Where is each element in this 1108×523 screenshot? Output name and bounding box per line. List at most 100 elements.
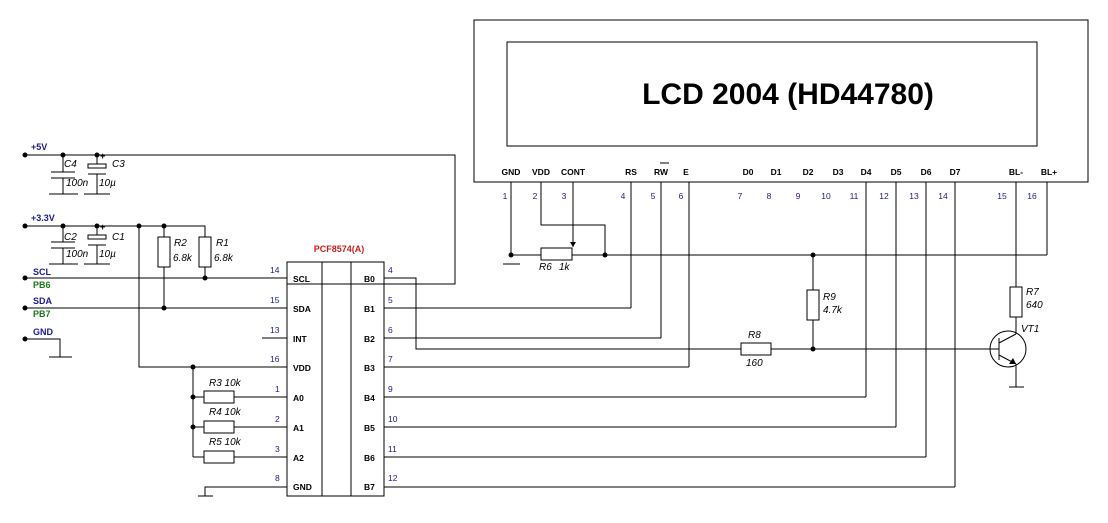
ic-pin-number: 11 (388, 444, 397, 454)
lcd-pin-name: RS (625, 167, 637, 177)
lcd-pin-wires (510, 182, 1048, 487)
mcu-connections: SCL PB6 SDA PB7 GND (22, 267, 287, 358)
ic-pin-name: B4 (364, 393, 375, 403)
r9-resistor (806, 289, 820, 321)
r8-value: 160 (746, 358, 763, 369)
lcd-pin-name: D0 (743, 167, 754, 177)
c3-plate (87, 163, 107, 169)
r1-value: 6.8k (214, 253, 234, 264)
r6-ref: R6 (539, 262, 552, 273)
lcd-pin-number: 1 (503, 191, 508, 201)
ic-pin-name: SCL (293, 274, 310, 284)
net-5v: +5V (31, 142, 47, 152)
r5-resistor (203, 450, 235, 464)
lcd-title: LCD 2004 (HD44780) (642, 78, 934, 111)
r2-ref: R2 (174, 238, 187, 249)
ic-pin-name: INT (293, 334, 308, 344)
c4-ref: C4 (64, 159, 77, 170)
ic-pin-number: 9 (388, 384, 393, 394)
lcd-pin-number: 2 (533, 191, 538, 201)
r4-label: R4 10k (209, 407, 242, 418)
r5-label: R5 10k (209, 437, 242, 448)
ic-pin-name: B6 (364, 453, 375, 463)
ic-pin-number: 12 (388, 473, 398, 483)
lcd-pin-name: VDD (532, 167, 550, 177)
pcf8574-ic: PCF8574(A) SCL SDA INT VDD A0 A1 A2 GND … (270, 244, 398, 497)
c1-ref: C1 (112, 232, 125, 243)
lcd-pin-number: 12 (879, 191, 889, 201)
lcd-pin-number: 11 (850, 191, 859, 201)
net-pb7: PB7 (33, 309, 51, 319)
ic-pin-number: 16 (270, 354, 280, 364)
backlight-driver: R8 160 R9 4.7k R7 640 VT1 (740, 255, 1043, 388)
address-resistors: R3 10k R4 10k R5 10k (190, 367, 287, 464)
lcd-pin-name: BL- (1009, 167, 1023, 177)
lcd-outline (473, 19, 1089, 183)
lcd-pin-number: 4 (621, 191, 626, 201)
c2-ref: C2 (64, 232, 77, 243)
ic-pin-name: B2 (364, 334, 375, 344)
data-bus-wires (384, 277, 955, 488)
ic-pin-number: 7 (388, 354, 393, 364)
lcd-module: LCD 2004 (HD44780) GND VDD CONT RS RW E … (473, 19, 1089, 201)
r2-resistor (157, 236, 171, 268)
r8-resistor (740, 342, 772, 356)
ic-name: PCF8574(A) (314, 244, 365, 254)
lcd-pin-number: 15 (997, 191, 1007, 201)
ic-pin-number: 5 (388, 295, 393, 305)
lcd-pin-number: 9 (796, 191, 801, 201)
r1-resistor (198, 236, 212, 268)
lcd-pin-number: 6 (679, 191, 684, 201)
c1-plus: + (100, 222, 105, 232)
r9-ref: R9 (823, 292, 836, 303)
lcd-pin-name: D5 (891, 167, 902, 177)
ic-pin-number: 14 (270, 265, 280, 275)
lcd-pin-name: D1 (771, 167, 782, 177)
i2c-pullups: R2 6.8k R1 6.8k (157, 226, 234, 311)
ic-pin-number: 13 (270, 325, 280, 335)
net-gnd: GND (33, 327, 54, 337)
ic-pin-name: SDA (293, 304, 311, 314)
ic-pin-name: A1 (293, 423, 304, 433)
vt1-ref: VT1 (1021, 324, 1039, 335)
lcd-pin-name: D2 (803, 167, 814, 177)
c1-value: 10µ (99, 249, 116, 260)
ic-pin-name: A0 (293, 393, 304, 403)
power-supply-section: +5V C4 100n + C3 10µ +3.3V C2 (22, 142, 456, 285)
r8-ref: R8 (748, 330, 761, 341)
r6-potentiometer (540, 247, 573, 261)
r4-resistor (203, 420, 235, 434)
ic-pin-name: GND (293, 482, 312, 492)
ic-pin-name: A2 (293, 453, 304, 463)
lcd-pin-number: 3 (562, 191, 567, 201)
net-pb6: PB6 (33, 280, 51, 290)
r9-value: 4.7k (823, 305, 843, 316)
lcd-pin-name: BL+ (1041, 167, 1057, 177)
r3-resistor (203, 390, 235, 404)
ic-pin-name: B1 (364, 304, 375, 314)
r1-ref: R1 (216, 238, 229, 249)
net-scl: SCL (33, 267, 52, 277)
lcd-pin-number: 5 (651, 191, 656, 201)
ic-pin-number: 6 (388, 325, 393, 335)
r7-value: 640 (1026, 300, 1043, 311)
r7-ref: R7 (1026, 287, 1039, 298)
ic-pin-name: B0 (364, 274, 375, 284)
lcd-pin-name: D4 (861, 167, 872, 177)
r6-value: 1k (559, 262, 571, 273)
lcd-pin-name: D7 (950, 167, 961, 177)
ic-pin-number: 1 (275, 384, 280, 394)
ic-pin-name: VDD (293, 363, 311, 373)
contrast-circuit: R6 1k (503, 224, 1047, 273)
r3-label: R3 10k (209, 378, 242, 389)
lcd-pin-name: D3 (833, 167, 844, 177)
c3-plus: + (100, 151, 105, 161)
c1-plate (87, 234, 107, 240)
ic-pin-name: B5 (364, 423, 375, 433)
c3-ref: C3 (112, 159, 125, 170)
ic-pin-number: 15 (270, 295, 280, 305)
lcd-pin-name: GND (502, 167, 521, 177)
lcd-screen (506, 41, 1038, 147)
ic-pin-name: B3 (364, 363, 375, 373)
